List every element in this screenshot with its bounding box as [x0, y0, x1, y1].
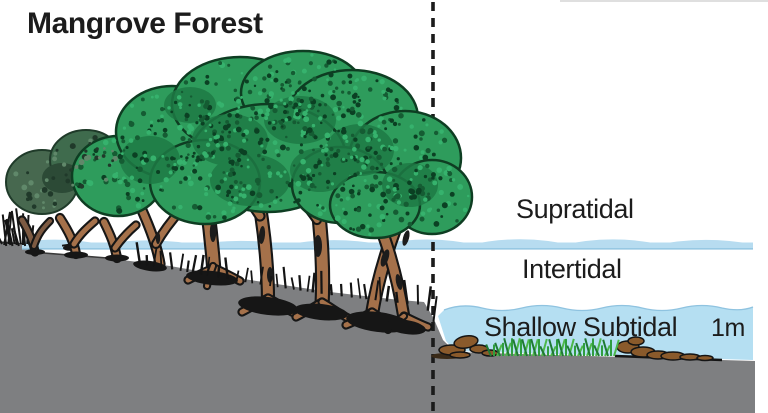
intertidal-zone-label: Intertidal — [522, 254, 622, 284]
seagrass-bed — [485, 338, 620, 357]
diagram-title: Mangrove Forest — [27, 7, 263, 40]
depth-scale-label: 1m — [711, 314, 745, 342]
supratidal-zone-label: Supratidal — [516, 194, 634, 224]
mangrove-canopy — [5, 49, 474, 240]
shallow-subtidal-zone-label: Shallow Subtidal — [484, 312, 678, 342]
root-shadows — [25, 249, 426, 335]
rubble-rocks — [431, 334, 723, 362]
pneumatophore-roots — [135, 242, 438, 322]
top-edge-artifact-line — [560, 0, 768, 2]
